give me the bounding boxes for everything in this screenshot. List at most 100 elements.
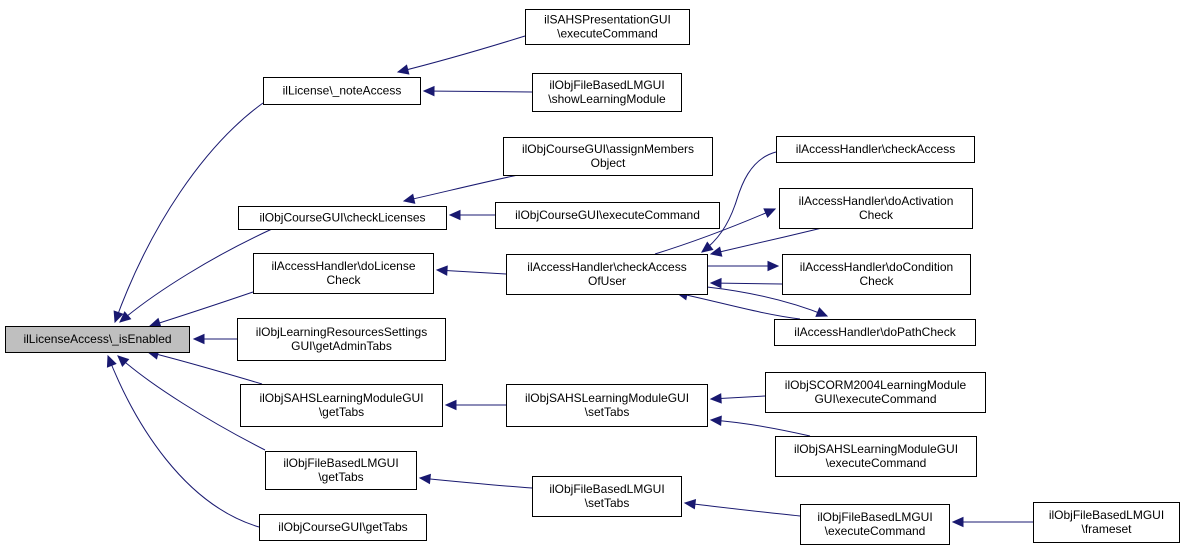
edge-line [701, 151, 777, 253]
edge-courseCheckLic-to-root [119, 228, 273, 323]
node-label-line: ilAccessHandler\doPathCheck [794, 325, 956, 339]
edge-courseExec-to-courseCheckLic [448, 209, 495, 221]
node-lrsAdminTabs[interactable]: ilObjLearningResourcesSettingsGUI\getAdm… [237, 318, 446, 361]
node-label-line: ilAccessHandler\doCondition [800, 260, 953, 274]
node-sahsLMGetTabs[interactable]: ilObjSAHSLearningModuleGUI\getTabs [240, 384, 443, 427]
edge-ahCheckAccess-to-ahCheckAccessOfUser [701, 151, 777, 253]
node-label-line: ilObjFileBasedLMGUI [549, 78, 664, 92]
node-label-line: ilObjFileBasedLMGUI [283, 456, 398, 470]
node-layer: ilLicenseAccess\_isEnabled ilLicense\_not… [5, 9, 1180, 545]
arrowhead [106, 354, 117, 368]
node-label-line: \showLearningModule [548, 92, 666, 106]
node-label-line: Object [591, 156, 626, 170]
arrowhead [763, 208, 777, 219]
node-box [779, 188, 973, 229]
node-root[interactable]: ilLicenseAccess\_isEnabled [5, 326, 190, 353]
node-label-line: ilAccessHandler\checkAccess [527, 260, 686, 274]
node-label-line: ilObjSAHSLearningModuleGUI [525, 391, 689, 405]
node-label-line: ilObjSAHSLearningModuleGUI [794, 442, 958, 456]
node-label-line: ilObjSCORM2004LearningModule [785, 378, 967, 392]
edge-fblmExec-to-fblmSetTabs [683, 498, 801, 517]
node-label-line: ilObjCourseGUI\checkLicenses [259, 211, 425, 225]
edge-ahCheckAccessOfUser-to-ahDoPath [706, 286, 829, 317]
arrowhead [701, 241, 714, 253]
node-fblmShowLM[interactable]: ilObjFileBasedLMGUI\showLearningModule [532, 73, 682, 112]
edge-line [397, 35, 526, 73]
node-sahsLMSetTabs[interactable]: ilObjSAHSLearningModuleGUI\setTabs [506, 384, 708, 427]
edge-ahDoActivation-to-ahCheckAccessOfUser [709, 227, 823, 257]
edge-line [423, 90, 533, 93]
edge-line [436, 269, 507, 275]
node-fblmExec[interactable]: ilObjFileBasedLMGUI\executeCommand [800, 504, 950, 545]
node-box [775, 436, 977, 477]
edge-fblmShowLM-to-noteAccess [422, 85, 533, 97]
node-courseCheckLic[interactable]: ilObjCourseGUI\checkLicenses [238, 206, 447, 230]
node-box [503, 137, 713, 176]
node-sahsPresExec[interactable]: ilSAHSPresentationGUI\executeCommand [525, 9, 690, 45]
arrowhead [709, 415, 722, 426]
edge-lrsAdminTabs-to-root [192, 333, 237, 345]
node-label-line: Check [859, 274, 894, 288]
node-label-line: ilObjLearningResourcesSettings [256, 325, 427, 339]
node-label-line: Check [859, 208, 894, 222]
node-courseGetTabs[interactable]: ilObjCourseGUI\getTabs [259, 514, 427, 541]
node-box [774, 319, 976, 346]
node-box [525, 9, 690, 45]
edge-fblmGetTabs-to-root [117, 355, 266, 451]
edge-sahsLMSetTabs-to-sahsLMGetTabs [444, 399, 506, 411]
edge-fblmFrameset-to-fblmExec [951, 516, 1033, 528]
node-box [259, 514, 427, 541]
node-fblmSetTabs[interactable]: ilObjFileBasedLMGUI\setTabs [532, 476, 682, 517]
edge-line [119, 228, 273, 323]
node-label-line: ilObjCourseGUI\getTabs [278, 520, 407, 534]
node-noteAccess[interactable]: ilLicense\_noteAccess [263, 77, 421, 105]
edge-line [117, 355, 266, 451]
edge-line [710, 419, 811, 437]
node-scorm2004Exec[interactable]: ilObjSCORM2004LearningModuleGUI\executeC… [765, 372, 986, 413]
arrowhead [448, 209, 461, 221]
node-label-line: ilLicense\_noteAccess [283, 84, 402, 98]
edge-ahDoLicense-to-root [148, 291, 254, 328]
edge-line [107, 355, 260, 528]
edge-ahCheckAccessOfUser-to-ahDoLicense [435, 265, 507, 276]
node-label-line: \executeCommand [557, 27, 658, 41]
node-box [532, 73, 682, 112]
node-ahCheckAccess[interactable]: ilAccessHandler\checkAccess [776, 136, 975, 163]
node-fblmGetTabs[interactable]: ilObjFileBasedLMGUI\getTabs [265, 451, 417, 490]
node-sahsLMExec[interactable]: ilObjSAHSLearningModuleGUI\executeComman… [775, 436, 977, 477]
arrowhead [444, 399, 457, 411]
edge-ahCheckAccessOfUser-to-ahDoActivation [654, 208, 777, 255]
node-label-line: GUI\getAdminTabs [291, 339, 392, 353]
edge-sahsLMExec-to-sahsLMSetTabs [709, 415, 811, 437]
edge-ahCheckAccessOfUser-to-ahDoCondition [707, 260, 780, 272]
arrowhead [435, 265, 448, 276]
node-label-line: ilObjSAHSLearningModuleGUI [259, 391, 423, 405]
edge-sahsPresExec-to-noteAccess [396, 35, 526, 75]
node-label-line: \executeCommand [825, 524, 926, 538]
node-label-line: GUI\executeCommand [814, 392, 936, 406]
node-label-line: \getTabs [318, 470, 363, 484]
arrowhead [119, 311, 132, 323]
edge-line [676, 292, 801, 320]
edge-line [403, 174, 519, 202]
edge-fblmSetTabs-to-fblmGetTabs [418, 473, 533, 489]
edge-line [710, 282, 783, 285]
node-label-line: \setTabs [585, 405, 630, 419]
node-courseExec[interactable]: ilObjCourseGUI\executeCommand [495, 202, 720, 229]
node-label-line: \frameset [1081, 522, 1132, 536]
node-label-line: ilAccessHandler\checkAccess [796, 142, 955, 156]
node-box [506, 384, 708, 427]
edge-scorm2004Exec-to-sahsLMSetTabs [709, 393, 766, 404]
arrowhead [402, 193, 416, 204]
edge-ahDoCondition-to-ahCheckAccessOfUser [709, 277, 783, 289]
node-label-line: ilObjCourseGUI\assignMembers [522, 142, 694, 156]
node-ahDoPath[interactable]: ilAccessHandler\doPathCheck [774, 319, 976, 346]
edge-courseAssign-to-courseCheckLic [402, 174, 519, 204]
node-fblmFrameset[interactable]: ilObjFileBasedLMGUI\frameset [1033, 502, 1180, 543]
